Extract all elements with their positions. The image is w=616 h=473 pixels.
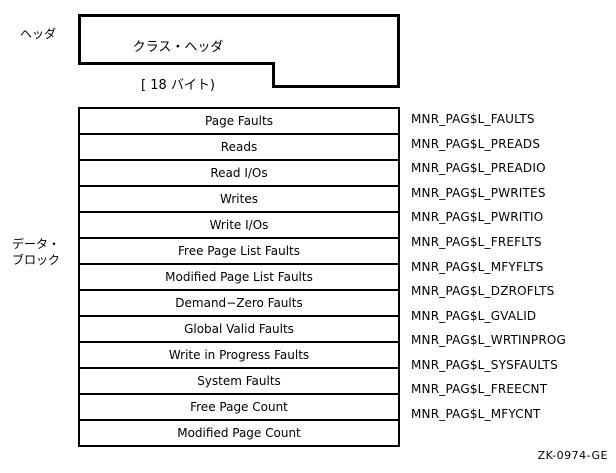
data-block-field-table-body: Page Faults Reads Read I/Os Writes Write… bbox=[78, 107, 400, 447]
field-label-cell: Modified Page Count bbox=[78, 419, 400, 447]
symbol-name-label: MNR_PAG$L_PREADS bbox=[411, 136, 541, 151]
table-row: Reads bbox=[78, 133, 400, 161]
symbol-name-label: MNR_PAG$L_WRTINPROG bbox=[411, 333, 567, 348]
field-label-cell: Reads bbox=[78, 133, 400, 161]
symbol-name-label: MNR_PAG$L_PWRITES bbox=[411, 185, 546, 200]
field-label-cell: Global Valid Faults bbox=[78, 315, 400, 343]
table-row: Modified Page List Faults bbox=[78, 263, 400, 291]
table-row: System Faults bbox=[78, 367, 400, 395]
symbol-name-label: MNR_PAG$L_FREECNT bbox=[411, 382, 548, 397]
field-label-cell: Read I/Os bbox=[78, 159, 400, 187]
table-row: Demand−Zero Faults bbox=[78, 289, 400, 317]
field-label-cell: Writes bbox=[78, 185, 400, 213]
field-label-cell: System Faults bbox=[78, 367, 400, 395]
table-row: Free Page List Faults bbox=[78, 237, 400, 265]
figure-id-label: ZK-0974-GE bbox=[537, 449, 608, 462]
field-label-cell: Write in Progress Faults bbox=[78, 341, 400, 369]
class-header-title: クラス・ヘッダ bbox=[132, 40, 224, 55]
field-label-cell: Demand−Zero Faults bbox=[78, 289, 400, 317]
symbol-name-label: MNR_PAG$L_PWRITIO bbox=[411, 210, 544, 225]
data-block-side-label: データ・ ブロック bbox=[12, 237, 61, 267]
field-label-cell: Page Faults bbox=[78, 107, 400, 135]
symbol-name-label: MNR_PAG$L_SYSFAULTS bbox=[411, 357, 558, 372]
table-row: Write I/Os bbox=[78, 211, 400, 239]
class-header-text-group: クラス・ヘッダ [ 18 バイト) bbox=[78, 19, 278, 114]
data-block-field-table: Page Faults Reads Read I/Os Writes Write… bbox=[78, 107, 400, 447]
table-row: Page Faults bbox=[78, 107, 400, 135]
symbol-name-label: MNR_PAG$L_DZROFLTS bbox=[411, 284, 555, 299]
symbol-name-label: MNR_PAG$L_PREADIO bbox=[411, 161, 546, 176]
symbol-name-label: MNR_PAG$L_MFYCNT bbox=[411, 406, 541, 421]
symbol-name-label: MNR_PAG$L_MFYFLTS bbox=[411, 259, 544, 274]
table-row: Modified Page Count bbox=[78, 419, 400, 447]
stepped-block-path bbox=[78, 14, 400, 88]
table-row: Global Valid Faults bbox=[78, 315, 400, 343]
table-row: Free Page Count bbox=[78, 393, 400, 421]
symbol-name-column: MNR_PAG$L_FAULTS MNR_PAG$L_PREADS MNR_PA… bbox=[411, 107, 611, 426]
symbol-name-label: MNR_PAG$L_FREFLTS bbox=[411, 235, 542, 249]
field-label-cell: Write I/Os bbox=[78, 211, 400, 239]
class-header-size: [ 18 バイト) bbox=[141, 78, 215, 93]
class-header-outline-shape bbox=[78, 14, 400, 88]
class-header-block bbox=[78, 14, 400, 88]
symbol-name-label: MNR_PAG$L_FAULTS bbox=[411, 112, 535, 127]
table-row: Writes bbox=[78, 185, 400, 213]
field-label-cell: Free Page Count bbox=[78, 393, 400, 421]
field-label-cell: Modified Page List Faults bbox=[78, 263, 400, 291]
symbol-name-label: MNR_PAG$L_GVALID bbox=[411, 308, 537, 323]
header-side-label: ヘッダ bbox=[20, 27, 57, 41]
table-row: Write in Progress Faults bbox=[78, 341, 400, 369]
field-label-cell: Free Page List Faults bbox=[78, 237, 400, 265]
table-row: Read I/Os bbox=[78, 159, 400, 187]
